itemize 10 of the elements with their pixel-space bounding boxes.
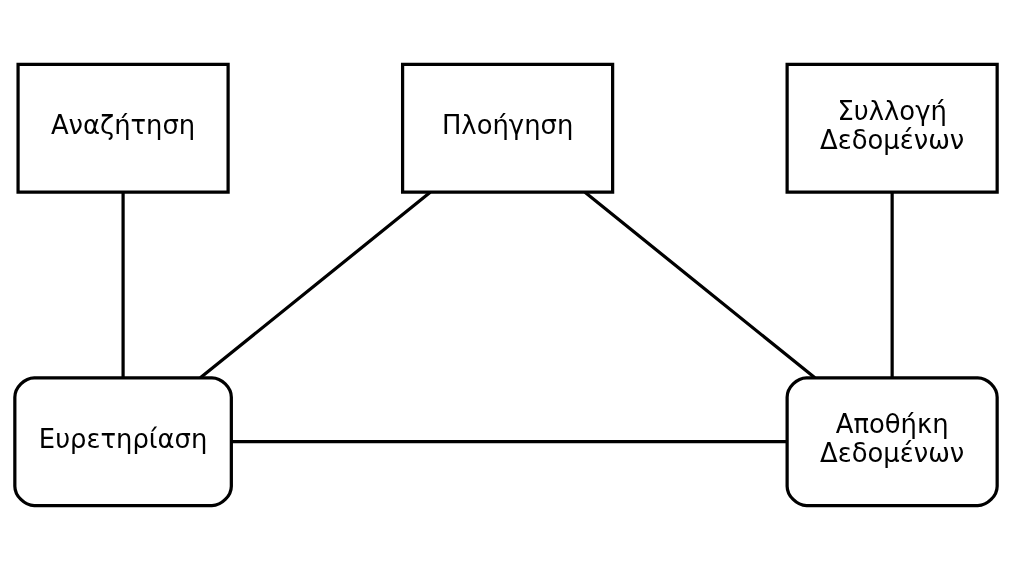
node-box: Πλοήγηση [401, 62, 615, 194]
connector [232, 439, 788, 443]
connector [199, 190, 432, 379]
connector [583, 190, 816, 379]
node-box: Ευρετηρίαση [13, 375, 233, 507]
node-box: Συλλογή Δεδομένων [785, 62, 999, 194]
node-box: Αναζήτηση [16, 62, 230, 194]
connector [890, 192, 894, 377]
connector [121, 192, 125, 377]
node-box: Αποθήκη Δεδομένων [785, 375, 999, 507]
